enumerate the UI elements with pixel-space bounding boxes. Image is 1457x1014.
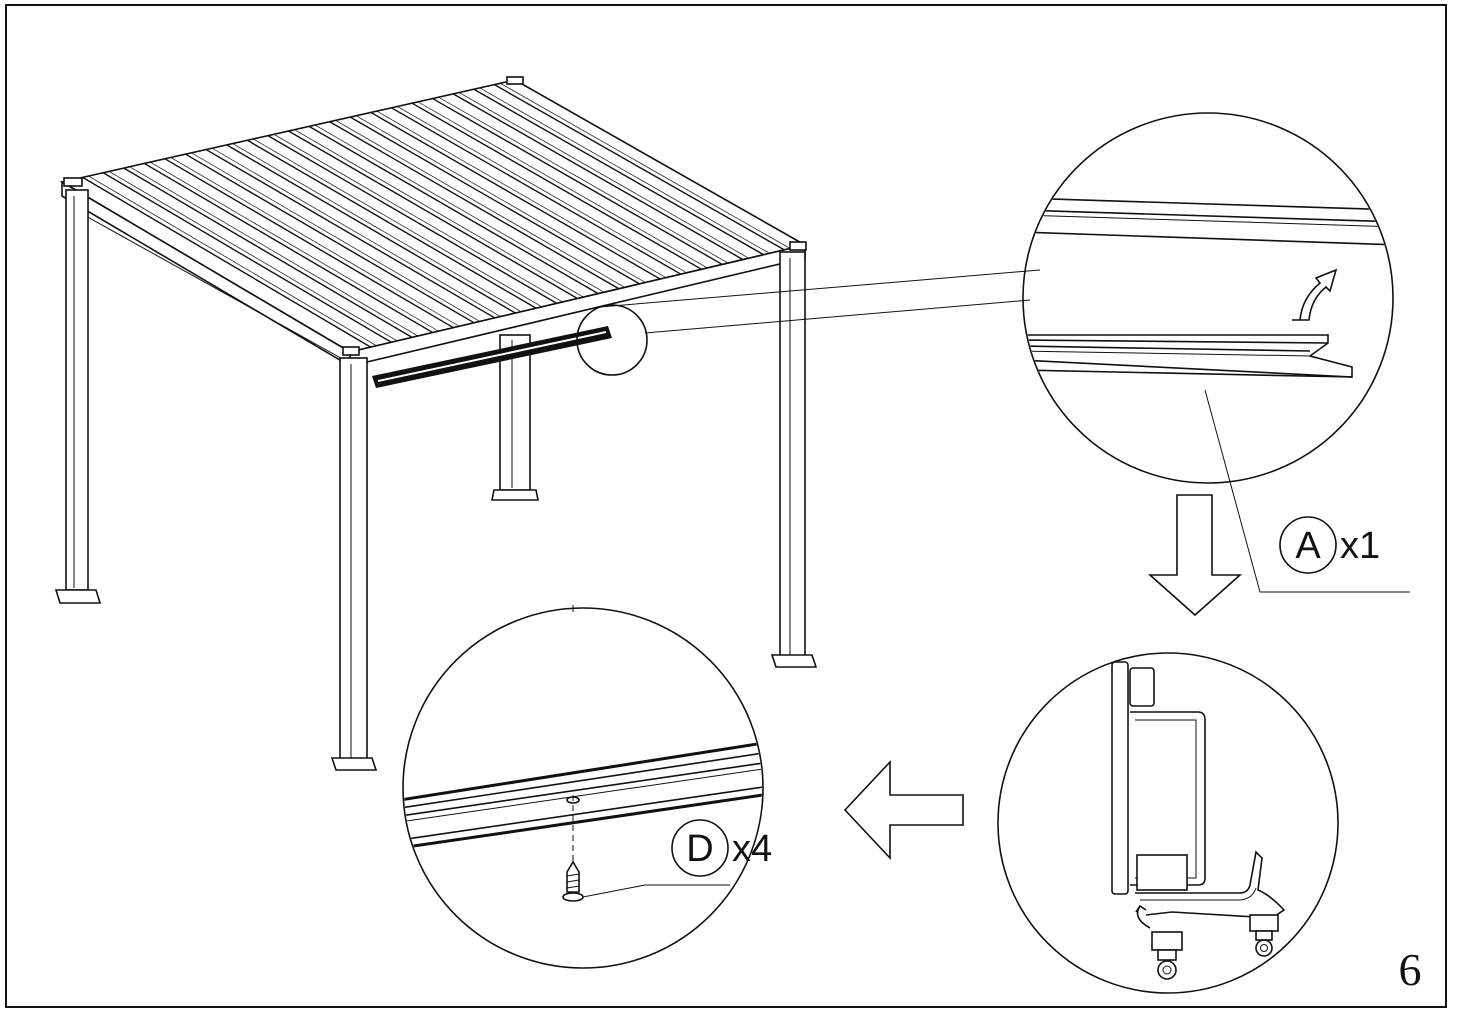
down-arrow-icon — [1147, 494, 1243, 617]
louver-line — [164, 158, 454, 329]
louver-edge — [479, 87, 770, 254]
louver-line — [185, 153, 475, 324]
louver-edge — [109, 171, 398, 342]
louver-line — [82, 176, 372, 348]
detail-circle-profile — [997, 652, 1339, 994]
left-post — [65, 189, 89, 591]
louver-edge — [356, 115, 646, 283]
louver-edge — [335, 120, 626, 288]
louver-line — [226, 144, 516, 314]
corner-cap-right — [789, 241, 807, 251]
louver-edge — [314, 124, 605, 293]
louver-line — [432, 97, 723, 266]
screw-icon — [562, 860, 584, 902]
louver-line — [144, 162, 434, 334]
louver-edge — [253, 138, 543, 308]
part-a-callout: A x1 — [1279, 516, 1380, 574]
part-d-circle — [671, 819, 729, 877]
louver-edge — [376, 110, 667, 279]
part-a-letter: A — [1295, 525, 1321, 567]
louver-edge — [438, 96, 729, 264]
louver-edge — [150, 161, 439, 332]
louver-line — [494, 84, 785, 251]
part-d-letter: D — [686, 828, 713, 870]
rear-post-base — [491, 489, 539, 501]
part-a-circle — [1279, 516, 1337, 574]
louver-line — [452, 93, 744, 261]
louver-edge — [417, 101, 708, 269]
louver-line — [349, 116, 640, 285]
louver-line — [308, 125, 599, 295]
rear-post — [499, 334, 531, 491]
roller-right — [1249, 914, 1279, 957]
louver-edge — [500, 83, 791, 249]
louver-line — [370, 111, 661, 280]
front-post — [339, 357, 368, 761]
louver-edge — [397, 106, 688, 274]
detail-circle-screw — [402, 605, 764, 969]
detail-marker-circle — [576, 304, 648, 376]
left-post-base — [54, 589, 102, 604]
louver-line — [102, 172, 392, 343]
corner-cap-back — [506, 76, 524, 85]
part-d-callout: D x4 — [671, 819, 772, 877]
louver-line — [391, 107, 682, 275]
page-frame — [5, 4, 1447, 1008]
louver-line — [267, 135, 558, 304]
roof-louvers — [82, 83, 791, 348]
louver-edge — [129, 166, 419, 337]
roller-left — [1151, 931, 1183, 980]
louver-edge — [191, 152, 481, 322]
corner-cap-front — [342, 346, 360, 356]
louver-edge — [294, 129, 584, 298]
louver-edge — [232, 143, 522, 313]
louver-line — [205, 148, 496, 319]
rotate-arrow-icon — [1292, 268, 1338, 321]
detail-circle-gutter — [1022, 112, 1394, 484]
right-post-base — [770, 654, 818, 668]
louver-line — [246, 139, 537, 309]
louver-edge — [88, 175, 377, 347]
small-rotate-icon — [1135, 904, 1151, 929]
front-post-base — [330, 757, 378, 771]
part-d-qty: x4 — [732, 828, 772, 870]
louver-edge — [459, 92, 750, 259]
pergola-illustration — [54, 76, 1041, 771]
left-arrow-icon — [843, 759, 964, 861]
louver-edge — [211, 147, 501, 317]
part-a-qty: x1 — [1340, 525, 1380, 567]
louver-edge — [273, 134, 563, 303]
louver-line — [411, 102, 702, 270]
louver-edge — [170, 157, 460, 327]
louver-line — [473, 88, 764, 256]
right-post — [779, 251, 806, 658]
page-number: 6 — [1399, 944, 1422, 995]
louver-line — [123, 167, 413, 339]
louver-line — [329, 121, 620, 290]
corner-cap-left — [63, 177, 83, 187]
louver-line — [288, 130, 578, 300]
